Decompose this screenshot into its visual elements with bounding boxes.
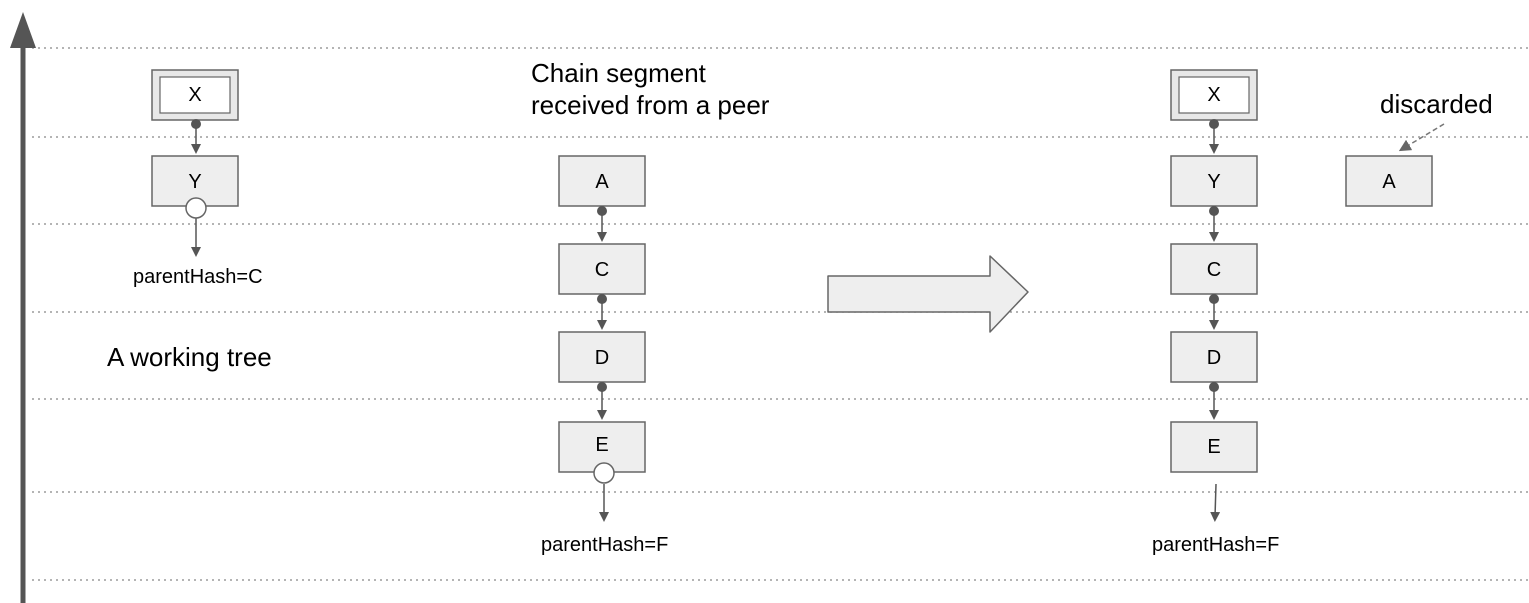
grid-lines — [32, 47, 1529, 581]
segment-title-line1: Chain segment — [531, 58, 706, 88]
segment-chain — [558, 155, 646, 522]
block-a-discarded-label: A — [1382, 171, 1396, 193]
transition-arrow — [827, 255, 1029, 333]
block-c-segment — [558, 243, 646, 295]
block-c-right — [1170, 243, 1258, 295]
block-y-left-label: Y — [188, 171, 202, 193]
result-tree — [1170, 69, 1445, 522]
block-e-right — [1170, 421, 1258, 473]
block-y-right — [1170, 155, 1258, 207]
parent-hash-c-label: parentHash=C — [133, 266, 263, 288]
block-x-right-label: X — [1207, 84, 1221, 106]
parent-hash-f-segment-label: parentHash=F — [541, 534, 669, 556]
block-x-right — [1170, 69, 1258, 121]
block-e-segment-label: E — [595, 434, 609, 456]
parent-hash-f-result-label: parentHash=F — [1152, 534, 1280, 556]
block-a-segment-label: A — [595, 171, 609, 193]
block-y-right-label: Y — [1207, 171, 1221, 193]
block-d-right-label: D — [1206, 347, 1222, 369]
block-e-right-label: E — [1207, 436, 1221, 458]
vertical-axis-arrow — [10, 12, 36, 603]
block-d-right — [1170, 331, 1258, 383]
left-tree — [151, 69, 239, 257]
open-parent-connector — [185, 197, 207, 219]
block-c-segment-label: C — [594, 259, 610, 281]
block-x-left-label: X — [188, 84, 202, 106]
working-tree-label: A working tree — [107, 342, 272, 372]
block-d-segment — [558, 331, 646, 383]
block-d-segment-label: D — [594, 347, 610, 369]
block-a-discarded — [1345, 155, 1433, 207]
discarded-label: discarded — [1380, 89, 1493, 119]
block-a-segment — [558, 155, 646, 207]
segment-title: Chain segment received from a peer — [531, 57, 769, 121]
block-x-left — [151, 69, 239, 121]
open-parent-connector — [593, 462, 615, 484]
block-c-right-label: C — [1206, 259, 1222, 281]
discarded-pointer — [1398, 123, 1445, 152]
segment-title-line2: received from a peer — [531, 90, 770, 120]
